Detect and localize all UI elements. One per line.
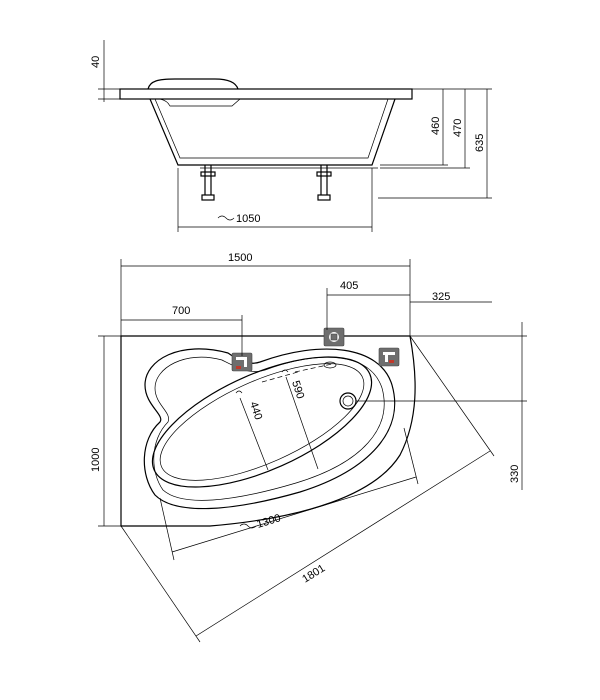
dim-leg-span-label: 1050 xyxy=(236,213,260,225)
tub-leg-right xyxy=(316,165,332,201)
inner-shell xyxy=(153,356,385,501)
dim-rim-label: 40 xyxy=(90,56,102,68)
dim-inner-length: 1300 xyxy=(159,427,419,561)
oval-tray-inner xyxy=(159,363,365,481)
tub-inner-wall-2 xyxy=(154,98,389,159)
dim-diagonal-label: 1801 xyxy=(300,562,327,585)
tub-inner-wall xyxy=(159,98,241,107)
dim-heights: 460 470 635 xyxy=(378,88,492,199)
tub-basin xyxy=(149,98,396,166)
oval-tray xyxy=(151,356,373,488)
dim-height-a-label: 460 xyxy=(430,117,442,135)
dim-rim: 40 xyxy=(90,40,120,102)
dim-depth: 1000 xyxy=(90,335,121,527)
dim-height-b-label: 470 xyxy=(452,119,464,137)
dim-drain-offset: 405 325 xyxy=(326,280,492,330)
plan-view: 1500 405 325 700 1000 590 xyxy=(90,252,527,643)
dim-short-side-label: 700 xyxy=(172,305,190,317)
dim-inner-width: 590 xyxy=(281,369,319,470)
dim-right-height: 330 xyxy=(346,322,527,490)
dim-inner-length-label: 1300 xyxy=(255,512,282,531)
dim-height-c-label: 635 xyxy=(474,134,486,152)
dim-overall-width: 1500 xyxy=(120,252,411,336)
dim-leg-span: 1050 xyxy=(177,168,373,232)
dim-corner-offset-label: 325 xyxy=(432,291,450,303)
dim-overall-width-label: 1500 xyxy=(228,252,252,264)
drain xyxy=(339,392,357,410)
basin-contour xyxy=(143,348,396,510)
headrest xyxy=(147,78,239,90)
tub-rim xyxy=(119,88,413,100)
dim-drain-offset-label: 405 xyxy=(340,280,358,292)
dim-diagonal: 1801 xyxy=(120,335,495,643)
side-elevation: 40 460 470 635 1050 xyxy=(90,40,492,232)
dim-right-height-label: 330 xyxy=(509,465,521,483)
tub-leg-left xyxy=(200,165,216,201)
dim-inner-depth: 440 xyxy=(235,390,269,471)
overflow-icon xyxy=(323,327,345,347)
dim-depth-label: 1000 xyxy=(90,448,102,472)
dim-inner-width-label: 590 xyxy=(289,379,306,400)
mixer-icon xyxy=(378,347,400,367)
tub-outline xyxy=(120,335,416,527)
dim-inner-depth-label: 440 xyxy=(247,400,264,421)
dim-short-side: 700 xyxy=(121,305,243,356)
